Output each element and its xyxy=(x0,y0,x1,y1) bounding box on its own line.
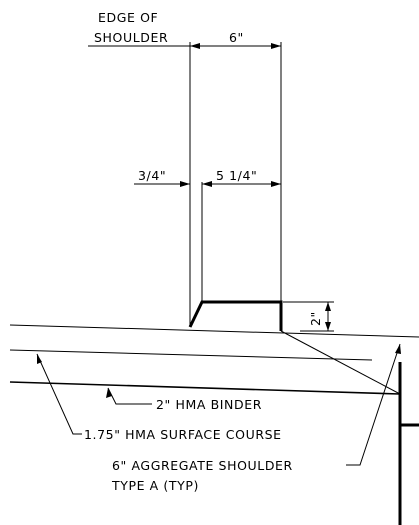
dim-6in-arrow-left xyxy=(190,43,200,49)
surface-course-top xyxy=(9,324,419,338)
binder-bottom xyxy=(9,381,401,395)
edge-of-shoulder-label-line1: EDGE OF xyxy=(98,10,158,25)
dim-2in-arrow-top xyxy=(325,302,331,311)
aggregate-label-line2: TYPE A (TYP) xyxy=(111,478,199,493)
dim-6in-label: 6" xyxy=(229,30,244,45)
dim-34in-arrow xyxy=(180,181,190,187)
edge-of-shoulder-label-line2: SHOULDER xyxy=(94,30,168,45)
surface-leader-arrow xyxy=(37,354,42,364)
aggregate-leader xyxy=(346,343,401,466)
dim-514in-label: 5 1/4" xyxy=(216,168,257,183)
binder-label: 2" HMA BINDER xyxy=(156,397,262,412)
dim-6in-arrow-right xyxy=(271,43,281,49)
dim-514in-arrow-left xyxy=(202,181,212,187)
aggregate-shoulder-wedge xyxy=(188,300,283,331)
dim-2in-label: 2" xyxy=(308,311,323,326)
aggregate-leader-arrow xyxy=(395,344,401,354)
dim-34in-label: 3/4" xyxy=(138,168,166,183)
binder-leader-arrow xyxy=(106,388,112,398)
aggregate-label-line1: 6" AGGREGATE SHOULDER xyxy=(112,458,293,473)
surface-leader xyxy=(36,353,82,435)
binder-leader xyxy=(107,387,152,405)
dim-514in-arrow-right xyxy=(271,181,281,187)
dim-2in-arrow-bottom xyxy=(325,322,331,331)
surface-course-bottom xyxy=(9,349,373,361)
shoulder-slope-line xyxy=(280,330,401,395)
surface-label: 1.75" HMA SURFACE COURSE xyxy=(84,427,282,442)
